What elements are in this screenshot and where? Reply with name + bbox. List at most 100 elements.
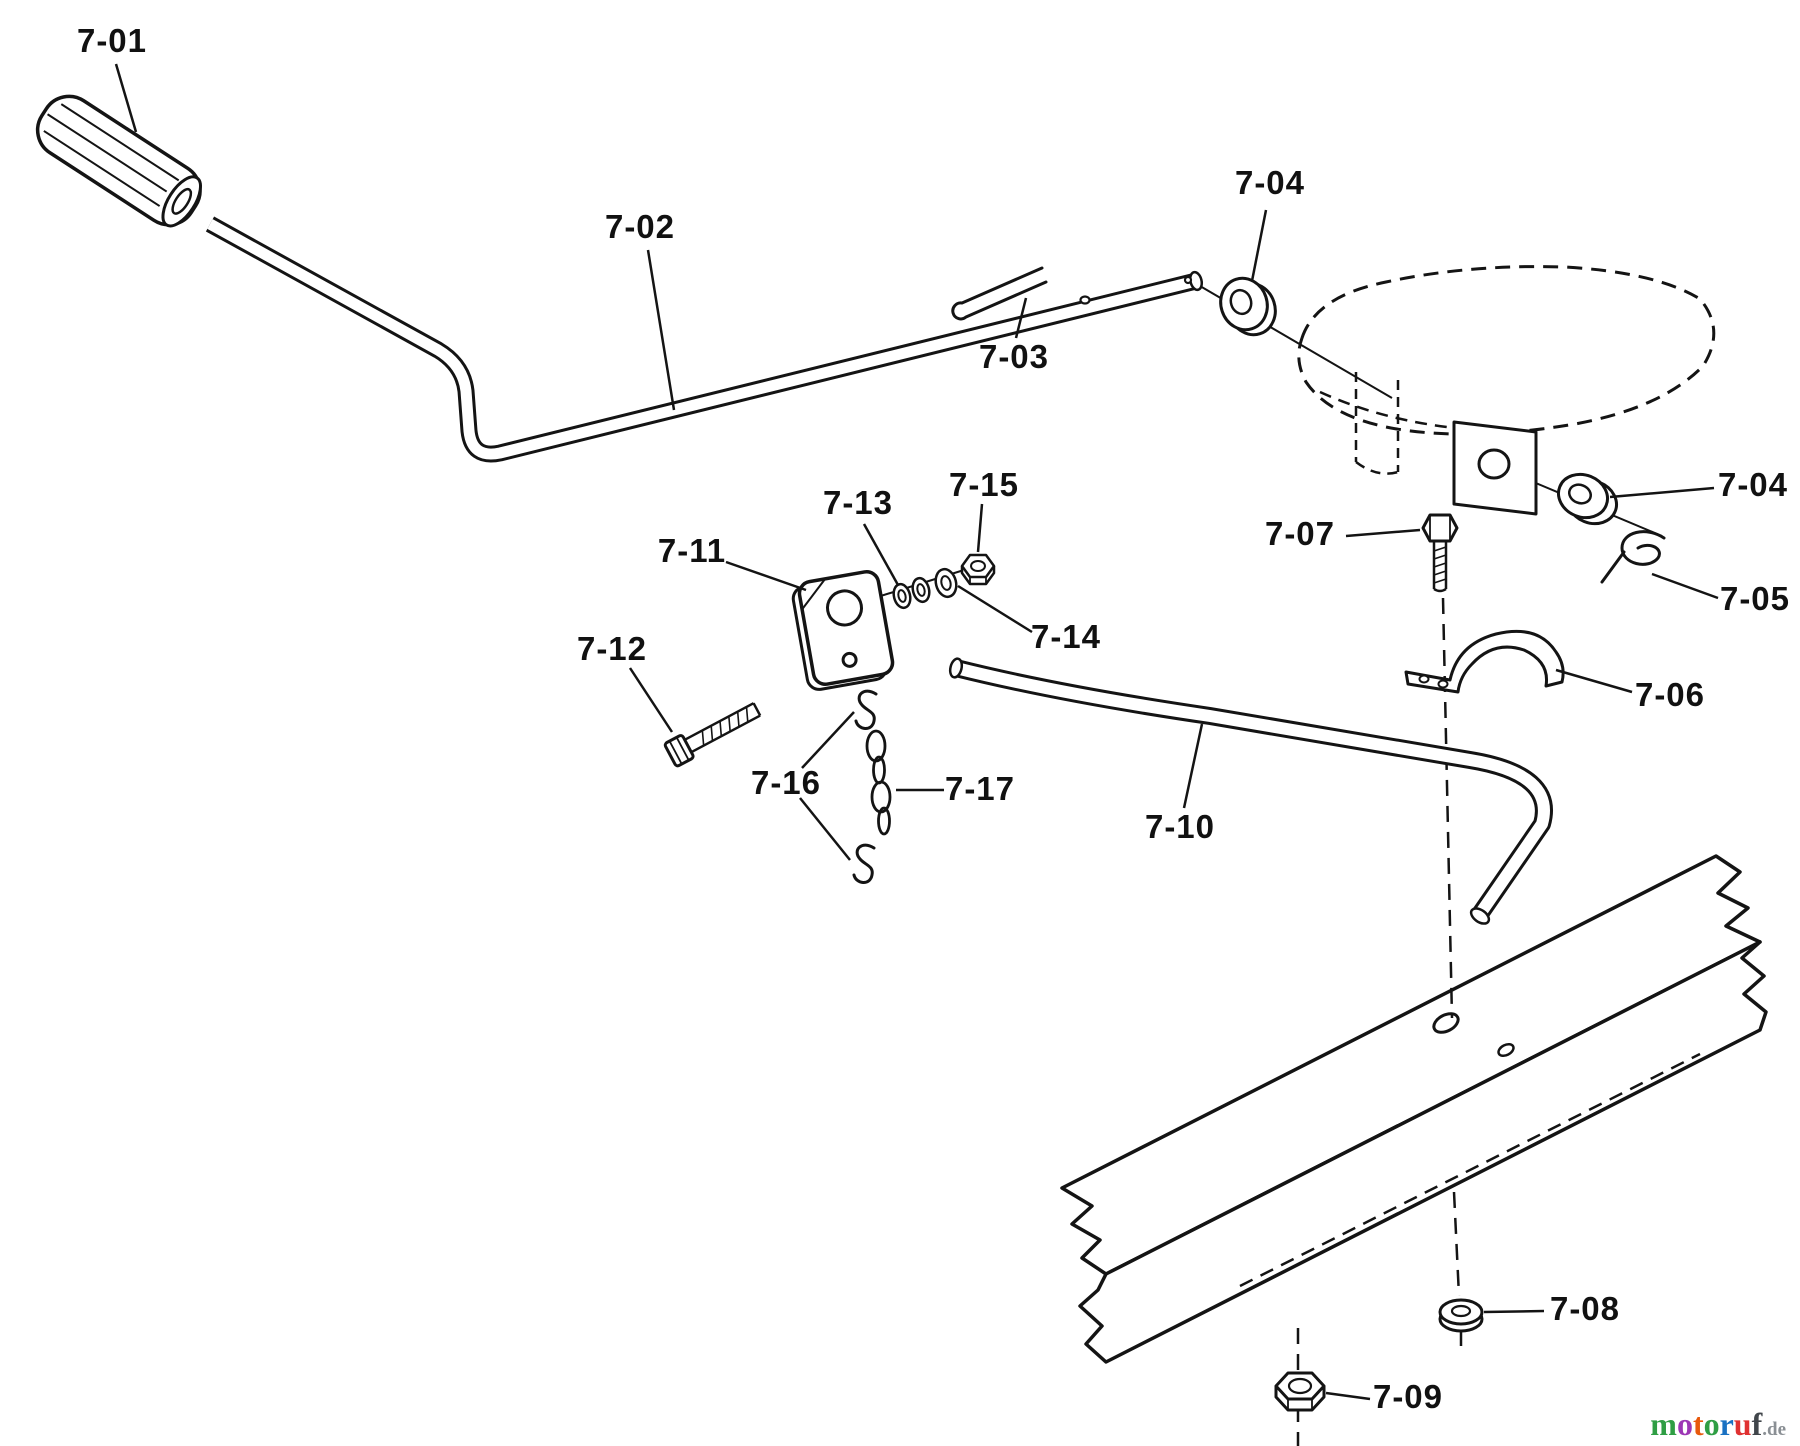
s-hook-body (854, 689, 878, 730)
pivot-plate (791, 569, 895, 691)
rod-body (954, 662, 1550, 918)
seat-pivot-bracket (1452, 420, 1538, 516)
bolt-head (663, 734, 695, 768)
lift-lever-rod (205, 216, 1204, 463)
chain-link (870, 780, 892, 814)
hex-nut-small (960, 553, 996, 586)
grip-handle (35, 94, 202, 228)
chain-links (865, 729, 892, 836)
bolt-shank (684, 702, 762, 754)
leader-7-07 (1345, 528, 1421, 538)
label-7-05: 7-05 (1720, 580, 1790, 617)
bolt-shank (1432, 541, 1448, 593)
rod-pin-hole (1079, 295, 1091, 305)
bolt-head-facets (668, 736, 690, 765)
frame-hole-small (1497, 1043, 1515, 1057)
chain-link (877, 806, 891, 836)
lock-washer-hole (916, 583, 926, 597)
washer-hole (1568, 483, 1592, 505)
chain-link (865, 729, 887, 763)
label-7-06: 7-06 (1635, 676, 1705, 713)
watermark-letter: t (1692, 1406, 1704, 1442)
washer-hole (1450, 1304, 1472, 1318)
frame-hole-large (1432, 1012, 1460, 1034)
bracket-hole (1477, 448, 1511, 480)
leader-7-16a (801, 711, 855, 769)
label-7-02: 7-02 (605, 208, 675, 245)
watermark-letter: f (1751, 1406, 1763, 1442)
leader-7-11 (725, 560, 807, 592)
label-7-13: 7-13 (823, 484, 893, 521)
label-7-01: 7-01 (77, 22, 147, 59)
label-7-04-front: 7-04 (1235, 164, 1305, 201)
rod-left-end-cap (948, 657, 964, 679)
label-7-17: 7-17 (945, 770, 1015, 807)
seat-pan-outline (1297, 265, 1716, 436)
cotter-pin-body (951, 266, 1048, 321)
rod-end-hole (1183, 275, 1193, 285)
bolt-threads (701, 706, 749, 746)
rod-clamp (1404, 629, 1565, 694)
frame-channel (1060, 854, 1768, 1364)
seat-bracket-hidden (1354, 372, 1400, 475)
frame-front-flange (1078, 940, 1768, 1364)
s-hook-body (852, 843, 876, 884)
label-7-10: 7-10 (1145, 808, 1215, 845)
hairpin-clip (1600, 530, 1666, 584)
axis-bolt-to-frame (1441, 597, 1454, 1019)
plate-hole-small (841, 651, 858, 668)
s-hook-top (854, 689, 878, 730)
label-7-12: 7-12 (577, 630, 647, 667)
washer-hole (940, 575, 952, 591)
cotter-pin (951, 266, 1048, 321)
part-labels: 7-01 7-02 7-03 7-04 7-04 7-05 7-06 7-07 … (77, 22, 1790, 1415)
leader-7-15 (976, 503, 984, 553)
clamp-strap (1404, 629, 1565, 694)
bolt-head (1421, 513, 1459, 543)
watermark-letter: o (1676, 1406, 1693, 1442)
nut-hole (1287, 1377, 1313, 1395)
bolt-head-facets (1429, 515, 1451, 541)
leader-lines (114, 63, 1719, 1401)
washer-bottom (1438, 1298, 1484, 1333)
clamp-hole (1418, 674, 1430, 684)
leader-7-05 (1651, 572, 1719, 600)
flat-washer-small (934, 567, 958, 599)
clamp-bolt (1421, 513, 1459, 593)
leader-7-03 (1014, 297, 1028, 339)
leader-7-10 (1182, 723, 1204, 809)
leader-7-06 (1555, 668, 1633, 694)
watermark-motoruf: motoruf.de (1650, 1408, 1786, 1440)
hairpin-body (1600, 530, 1666, 584)
grip-ridges (43, 103, 180, 207)
flat-washer-rear (1557, 472, 1618, 526)
label-7-15: 7-15 (949, 466, 1019, 503)
leader-7-12 (628, 667, 674, 733)
leader-7-14 (957, 584, 1033, 634)
leader-7-09 (1325, 1391, 1371, 1401)
label-7-03: 7-03 (979, 338, 1049, 375)
watermark-suffix: .de (1762, 1419, 1786, 1440)
frame-inner-lip (1239, 1052, 1701, 1288)
rod-outline (953, 659, 1553, 920)
plate-face (797, 569, 895, 687)
lower-lift-rod (948, 657, 1553, 925)
lock-washer-hole (897, 589, 907, 603)
clamp-hole (1437, 679, 1449, 689)
pivot-bolt (663, 702, 762, 768)
s-hook-bottom (852, 843, 876, 884)
label-7-16: 7-16 (751, 764, 821, 801)
plate-hole-large (825, 589, 863, 627)
leader-7-08 (1483, 1309, 1545, 1314)
hex-nut-bottom (1274, 1371, 1326, 1412)
watermark-letter: m (1650, 1406, 1677, 1442)
lock-washers (892, 576, 931, 610)
label-7-08: 7-08 (1550, 1290, 1620, 1327)
rod-body (207, 219, 1198, 460)
leader-7-02 (646, 249, 676, 411)
plate-fold-line (801, 578, 826, 610)
nut-facets (1287, 1399, 1313, 1410)
leader-7-04a (1250, 209, 1268, 282)
label-7-14: 7-14 (1031, 618, 1101, 655)
